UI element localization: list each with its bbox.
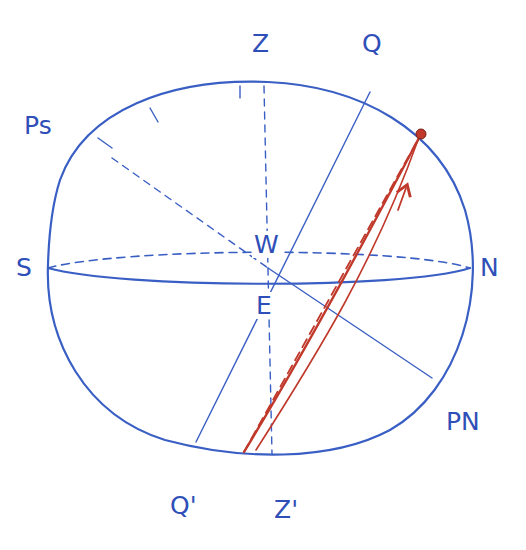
nadir-label: Z' bbox=[272, 496, 300, 523]
pole-label: PN bbox=[444, 408, 482, 435]
cardinal-label: S bbox=[14, 254, 34, 281]
pole-label: Ps bbox=[22, 112, 54, 139]
zenith-label: Z bbox=[250, 30, 271, 57]
cardinal-label: N bbox=[478, 254, 501, 281]
equator-point-label: Q' bbox=[168, 492, 199, 519]
cardinal-label: W bbox=[252, 231, 281, 258]
cardinal-label: E bbox=[254, 292, 274, 319]
equator-point-label: Q bbox=[360, 30, 384, 57]
